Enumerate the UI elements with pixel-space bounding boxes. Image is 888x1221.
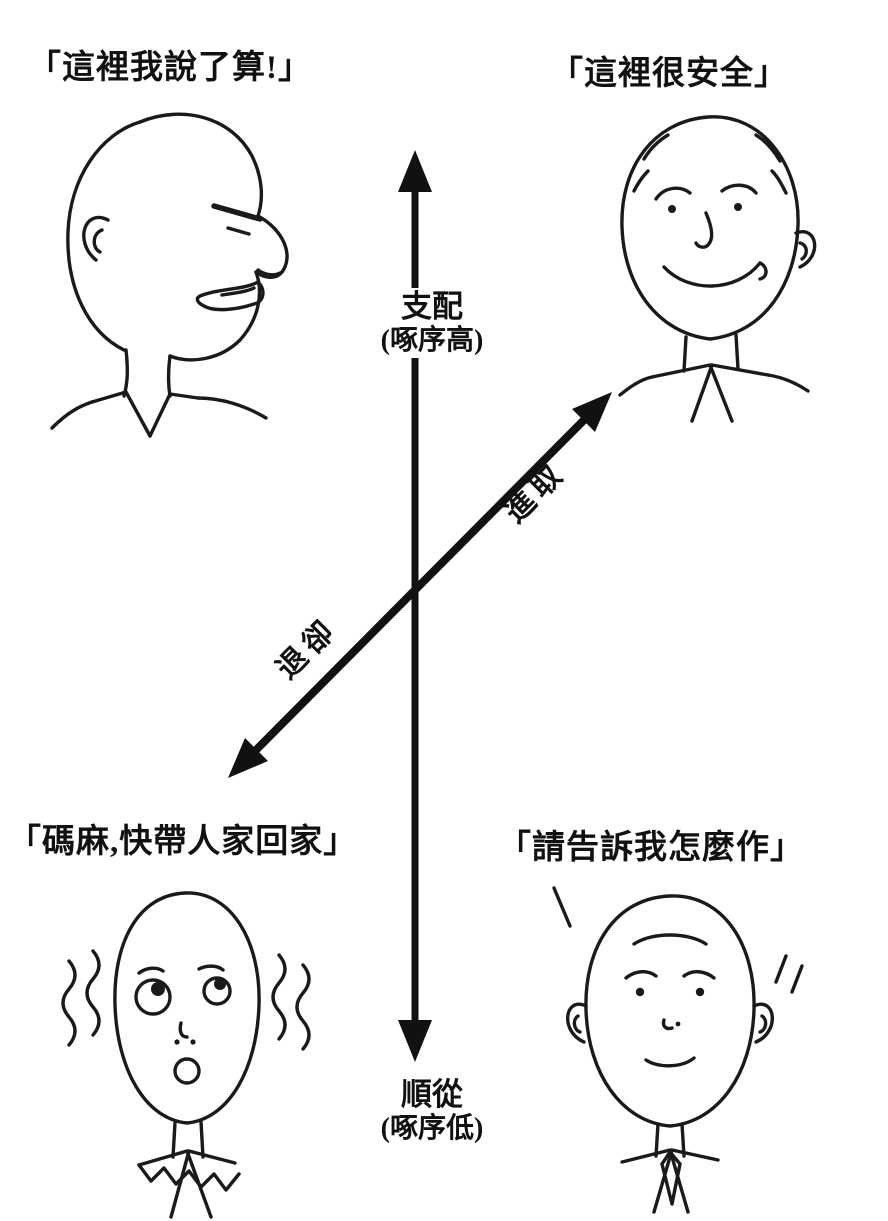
diagonal-axis-arrow: [228, 392, 612, 778]
axis-label-submission-sub: (啄序低): [380, 1112, 484, 1144]
arrowhead-upright-icon: [572, 392, 612, 432]
axis-label-submission-main: 順從: [401, 1077, 463, 1112]
axis-label-dominance-sub: (啄序高): [380, 324, 484, 356]
face-fearful-icon: [61, 891, 311, 1219]
face-dominant-icon: [50, 112, 289, 438]
quote-fearful: 「碼麻,快帶人家回家」: [8, 824, 358, 860]
axis-label-submission: 順從 (啄序低): [347, 1076, 517, 1147]
arrowhead-down-icon: [398, 1020, 432, 1062]
axis-label-dominance: 支配 (啄序高): [347, 288, 517, 359]
face-secure-icon: [618, 115, 817, 423]
arrowhead-up-icon: [398, 150, 432, 192]
axis-label-dominance-main: 支配: [401, 289, 463, 324]
quote-dominant: 「這裡我說了算!」: [28, 50, 312, 86]
quote-secure: 「這裡很安全」: [550, 56, 788, 92]
arrowhead-downleft-icon: [228, 738, 268, 778]
face-submissive-icon: [552, 886, 804, 1214]
quote-submissive: 「請告訴我怎麼作」: [498, 830, 804, 866]
